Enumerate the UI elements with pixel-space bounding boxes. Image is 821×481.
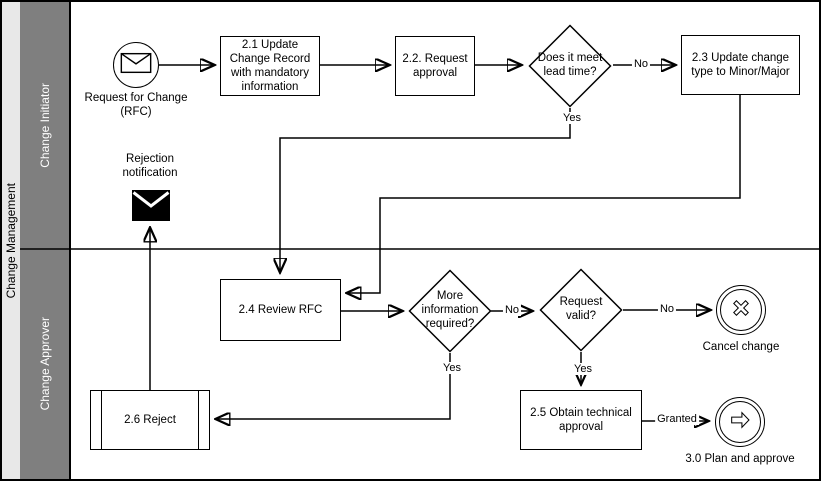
task-2-5-label: 2.5 Obtain technical approval xyxy=(530,406,632,433)
event-inner-ring xyxy=(719,401,761,443)
envelope-filled-icon xyxy=(132,190,170,225)
flow-leadtime-yes-to-24 xyxy=(280,108,571,272)
gateway-lead-time-label: Does it meet lead time? xyxy=(537,52,603,78)
edge-label-request-valid-yes: Yes xyxy=(572,363,594,376)
edge-label-granted: Granted xyxy=(655,413,699,426)
diamond-shape xyxy=(408,269,492,353)
task-2-6-label: 2.6 Reject xyxy=(124,413,176,426)
edge-label-lead-time-no: No xyxy=(631,58,651,71)
edge-label-more-info-no: No xyxy=(502,304,522,317)
pool-band: Change Management xyxy=(2,2,20,479)
right-edge-line xyxy=(198,391,199,449)
flow-moreinfo-yes-to-26 xyxy=(216,353,451,419)
flow-23-to-24 xyxy=(347,95,741,293)
plan-event-label: 3.0 Plan and approve xyxy=(685,453,795,465)
task-2-4-label: 2.4 Review RFC xyxy=(238,303,323,316)
rejection-notification-label: Rejection notification xyxy=(122,153,178,180)
gateway-does-it-meet-lead-time[interactable]: Does it meet lead time? xyxy=(528,24,612,108)
task-2-2-request-approval[interactable]: 2.2. Request approval xyxy=(395,36,475,96)
edge-label-lead-time-yes: Yes xyxy=(561,112,583,125)
gateway-request-valid[interactable]: Request valid? xyxy=(539,268,623,352)
start-event-request-for-change[interactable] xyxy=(113,42,159,88)
task-2-6-reject[interactable]: 2.6 Reject xyxy=(90,390,210,450)
envelope-icon xyxy=(120,52,152,79)
end-event-cancel-change[interactable] xyxy=(716,285,766,335)
task-2-1-update-change-record[interactable]: 2.1 Update Change Record with mandatory … xyxy=(220,36,320,96)
left-edge-line xyxy=(101,391,102,449)
event-plan-and-approve[interactable] xyxy=(715,397,765,447)
task-2-5-obtain-technical-approval[interactable]: 2.5 Obtain technical approval xyxy=(520,390,642,450)
task-2-2-label: 2.2. Request approval xyxy=(402,52,468,79)
gateway-more-info-label: More information required? xyxy=(421,290,479,330)
cancel-x-icon xyxy=(725,292,757,329)
task-2-3-update-change-type[interactable]: 2.3 Update change type to Minor/Major xyxy=(681,35,800,95)
gateway-request-valid-label: Request valid? xyxy=(559,296,603,322)
task-2-3-label: 2.3 Update change type to Minor/Major xyxy=(691,51,790,78)
diamond-shape xyxy=(528,24,612,108)
rejection-notification-message[interactable] xyxy=(132,190,170,226)
lane-band: Change Initiator Change Approver xyxy=(20,2,71,479)
gateway-more-information-required[interactable]: More information required? xyxy=(408,269,492,353)
edge-label-request-valid-no: No xyxy=(657,303,677,316)
start-event-label: Request for Change (RFC) xyxy=(84,92,188,119)
edge-label-more-info-yes: Yes xyxy=(441,362,463,375)
cancel-event-label: Cancel change xyxy=(702,341,780,353)
diamond-shape xyxy=(539,268,623,352)
event-inner-ring xyxy=(720,289,762,331)
arrow-right-icon xyxy=(724,404,756,441)
task-2-4-review-rfc[interactable]: 2.4 Review RFC xyxy=(220,279,341,341)
task-2-1-label: 2.1 Update Change Record with mandatory … xyxy=(229,38,311,94)
